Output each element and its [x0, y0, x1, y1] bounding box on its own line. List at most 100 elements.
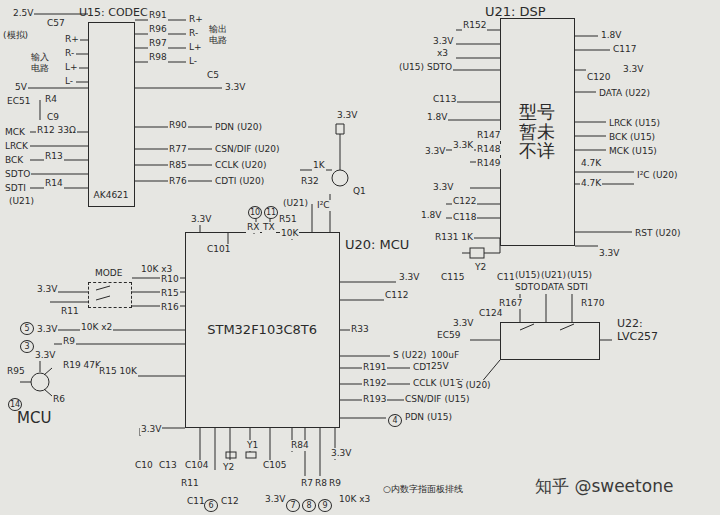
signal-label: LRCK (U15): [608, 118, 661, 129]
pin-wire: [140, 428, 335, 476]
signal-label: PDN (U15): [404, 412, 453, 423]
signal-label: Y1: [246, 440, 259, 451]
signal-label: Y2: [222, 462, 235, 473]
signal-label: R152: [462, 20, 487, 31]
callout-number: 5: [20, 322, 34, 335]
switch-wire: [520, 324, 574, 330]
signal-label: C124: [478, 308, 503, 319]
signal-label: DATA: [540, 282, 565, 293]
signal-label: R90: [168, 120, 188, 131]
signal-label: I²C: [316, 200, 331, 211]
signal-label: R193: [362, 394, 387, 405]
signal-label: C120: [586, 72, 611, 83]
pin-wire: [426, 30, 500, 120]
signal-label: SDTI: [4, 183, 27, 194]
power-wire: [28, 14, 88, 120]
transistor-symbol: [31, 373, 49, 391]
signal-label: C105: [262, 460, 287, 471]
signal-label: R33: [350, 324, 370, 335]
signal-label: 1.8V: [426, 112, 448, 123]
callout-number: 10: [248, 206, 262, 219]
callout-number: 4: [388, 414, 402, 427]
signal-label: R12 33Ω: [36, 125, 77, 136]
signal-label: C11: [186, 496, 206, 507]
signal-label: MCK: [4, 127, 26, 138]
signal-label: 3.3V: [36, 284, 58, 295]
chip-label: AK4621: [94, 190, 129, 200]
signal-label: (U15): [514, 270, 541, 281]
callout-number: 11: [264, 206, 278, 219]
signal-label: C101: [206, 244, 231, 255]
signal-label: 3.3V: [336, 110, 358, 121]
watermark: 知乎 @sweetone: [534, 476, 674, 496]
signal-label: R147: [476, 130, 501, 141]
signal-label: 10K x2: [80, 322, 113, 333]
signal-label: 3.3V: [452, 318, 474, 329]
signal-label: R170: [580, 298, 605, 309]
signal-label: SDTI: [566, 282, 589, 293]
signal-label: R51: [278, 214, 298, 225]
signal-label: 3.3K: [452, 140, 474, 151]
signal-label: R-: [188, 28, 199, 39]
signal-label: I²C (U20): [636, 170, 678, 181]
signal-label: BCK (U15): [608, 132, 656, 143]
signal-label: 3.3V: [36, 324, 58, 335]
signal-label: C117: [612, 44, 637, 55]
signal-label: RX: [246, 222, 260, 233]
signal-label: EC51: [6, 96, 31, 107]
signal-label: 100uF 25V: [430, 350, 466, 372]
signal-label: R13: [44, 151, 64, 162]
callout-number: 6: [204, 499, 218, 512]
signal-label: R84: [290, 440, 310, 451]
signal-label: R96: [148, 24, 168, 35]
signal-label: R15 10K: [98, 366, 138, 377]
signal-label: DATA (U22): [598, 88, 651, 99]
signal-label: R191: [362, 362, 387, 373]
signal-label: R85: [168, 160, 188, 171]
signal-label: x3: [436, 48, 449, 59]
signal-label: ○内数字指面板排线: [382, 484, 464, 495]
signal-label: 1.8V: [420, 210, 442, 221]
signal-label: R+: [188, 14, 204, 25]
callout-number: 7: [286, 499, 300, 512]
signal-label: 5V: [14, 82, 28, 93]
signal-label: R95: [6, 366, 26, 377]
signal-label: 输出 电路: [208, 24, 232, 46]
signal-label: R9: [328, 478, 342, 489]
mcu-chip: U20: MCUSTM32F103C8T6: [185, 232, 340, 428]
signal-label: LRCK: [4, 141, 29, 152]
signal-label: 3.3V: [34, 350, 56, 361]
signal-label: CCLK (U20): [214, 160, 267, 171]
signal-label: L+: [188, 42, 203, 53]
signal-label: R131 1K: [434, 232, 474, 243]
signal-label: (U21): [282, 198, 309, 209]
signal-label: CDTI (U20): [214, 176, 265, 187]
chip-label: STM32F103C8T6: [207, 322, 317, 337]
signal-label: R192: [362, 378, 387, 389]
signal-label: R-: [64, 48, 75, 59]
signal-label: R97: [148, 38, 168, 49]
signal-label: PDN (U20): [214, 122, 263, 133]
chip-heading: MODE: [95, 268, 122, 278]
pin-wire: [76, 40, 88, 82]
signal-label: R+: [64, 34, 80, 45]
callout-number: 8: [302, 499, 316, 512]
chip-heading: U22: LVC257: [617, 317, 665, 343]
signal-label: R7: [300, 478, 314, 489]
signal-label: CSN/DIF (U20): [214, 144, 280, 155]
signal-label: 4.7K: [580, 178, 602, 189]
signal-label: R76: [168, 176, 188, 187]
signal-label: 3.3V: [432, 36, 454, 47]
signal-label: 10K x3: [338, 494, 371, 505]
signal-label: 4.7K: [580, 158, 602, 169]
signal-label: C9: [46, 112, 60, 123]
pin-wire: [135, 20, 186, 62]
signal-label: R14: [44, 178, 64, 189]
dsp-chip: U21: DSP型号暂未不详: [500, 18, 575, 246]
signal-label: TX: [262, 222, 276, 233]
signal-label: C13: [158, 460, 178, 471]
signal-label: C57: [46, 18, 66, 29]
signal-label: C113: [432, 94, 457, 105]
codec-chip: U15: CODECAK4621: [88, 22, 135, 207]
signal-label: 2.5V: [12, 8, 34, 19]
